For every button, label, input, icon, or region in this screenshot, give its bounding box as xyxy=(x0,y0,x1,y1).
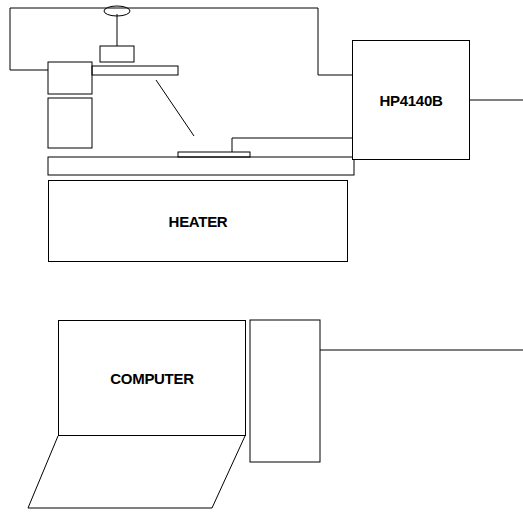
laptop-base xyxy=(28,436,245,508)
probe-wire xyxy=(10,8,352,75)
manipulator-arm xyxy=(92,66,178,75)
node-label: HP4140B xyxy=(380,92,443,109)
bus-cable xyxy=(320,350,523,351)
laptop-screen: COMPUTER xyxy=(58,320,246,436)
manipulator-body xyxy=(48,62,92,94)
sample xyxy=(178,152,250,157)
probe-needle xyxy=(156,80,194,136)
stage-plate xyxy=(48,157,354,175)
interface-unit xyxy=(250,320,320,462)
instrument-box: HP4140B xyxy=(352,40,470,160)
bus-cable xyxy=(470,100,523,101)
support-block xyxy=(48,98,92,148)
knob xyxy=(104,6,130,16)
node-label: COMPUTER xyxy=(110,370,193,387)
knob-stem xyxy=(117,14,118,46)
sample-wire xyxy=(232,138,352,152)
node-label: HEATER xyxy=(169,213,228,230)
manipulator-head xyxy=(100,46,134,62)
heater-box: HEATER xyxy=(48,180,348,262)
